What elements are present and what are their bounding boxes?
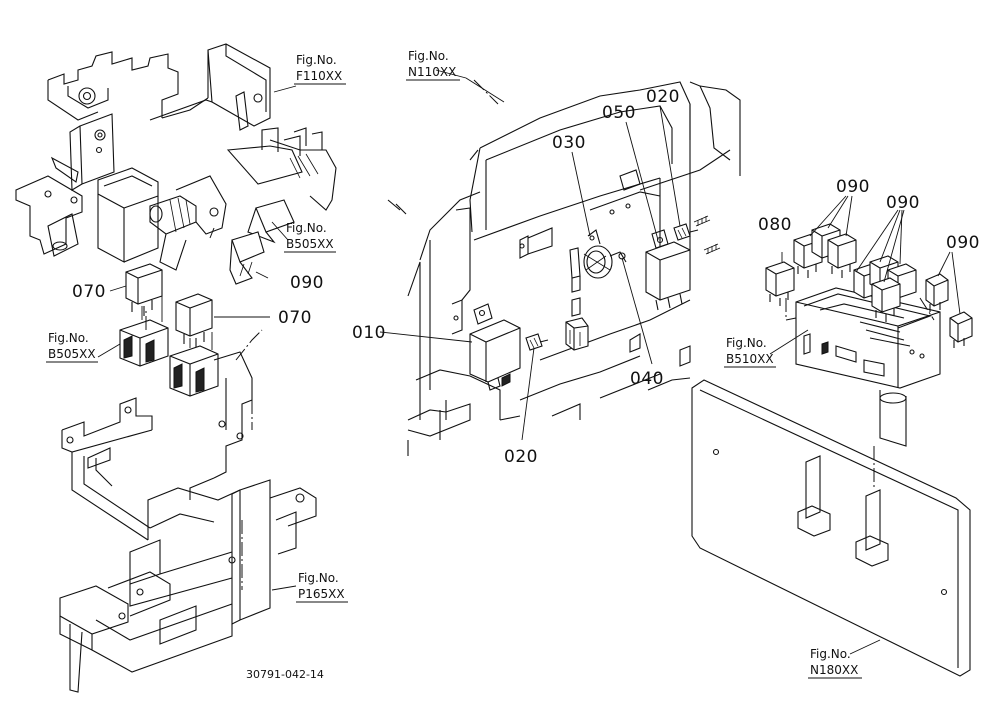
center-leaders <box>379 69 681 441</box>
fig-ref-n180: Fig.No. N180XX <box>808 647 862 679</box>
relay-050 <box>645 229 691 311</box>
fig-ref-b510-code: B510XX <box>726 352 774 366</box>
callout-010: 010 <box>352 323 386 343</box>
fig-ref-b510: Fig.No. B510XX <box>724 336 776 368</box>
callout-080: 080 <box>758 215 792 235</box>
right-leaders <box>769 195 961 655</box>
relay-080 <box>765 261 795 306</box>
fig-ref-b510-label: Fig.No. <box>726 336 767 350</box>
connector-comb <box>226 127 337 211</box>
mount-block <box>69 113 159 263</box>
callout-070-upper: 070 <box>72 282 106 302</box>
relay-socket-upper <box>119 292 169 367</box>
relay-090-left <box>229 199 295 285</box>
callout-090-a: 090 <box>836 177 870 197</box>
callout-030: 030 <box>552 133 586 153</box>
relay-010 <box>469 303 521 391</box>
fuse-box-b510 <box>795 287 941 447</box>
drawing-number: 30791-042-14 <box>246 668 324 681</box>
relay-070-lower <box>175 293 213 348</box>
fig-ref-n110-code: N110XX <box>408 65 456 79</box>
relay-socket-lower <box>169 332 219 397</box>
callout-040: 040 <box>630 369 664 389</box>
spring-washers <box>693 215 721 255</box>
callout-020-lower: 020 <box>504 447 538 467</box>
fig-ref-n180-code: N180XX <box>810 663 858 677</box>
fig-ref-p165-code: P165XX <box>298 587 345 601</box>
switch-plunger <box>149 175 227 271</box>
side-plate <box>15 156 83 257</box>
callout-020-upper: 020 <box>646 87 680 107</box>
fig-ref-f110: Fig.No. F110XX <box>294 53 346 85</box>
fig-ref-b505a-code: B505XX <box>286 237 334 251</box>
cab-panel <box>387 79 741 456</box>
fig-ref-b505b-label: Fig.No. <box>48 331 89 345</box>
left-leaders <box>97 85 297 591</box>
flasher-030 <box>583 229 627 279</box>
callout-050: 050 <box>602 103 636 123</box>
fig-ref-p165: Fig.No. P165XX <box>296 571 348 603</box>
left-guide-lines <box>145 227 263 590</box>
relay-070-upper <box>125 263 163 316</box>
fig-ref-f110-code: F110XX <box>296 69 342 83</box>
fig-ref-n180-label: Fig.No. <box>810 647 851 661</box>
relay-090-right <box>925 273 973 348</box>
fig-ref-p165-label: Fig.No. <box>298 571 339 585</box>
callout-090-left: 090 <box>290 273 324 293</box>
fig-ref-b505-upper: Fig.No. B505XX <box>284 221 336 253</box>
callout-070-lower: 070 <box>278 308 312 328</box>
cover-panel-n180 <box>691 379 971 677</box>
screw-020-upper <box>673 223 699 241</box>
harness-040 <box>565 247 589 351</box>
callout-090-b: 090 <box>886 193 920 213</box>
fig-ref-b505a-label: Fig.No. <box>286 221 327 235</box>
fig-ref-f110-label: Fig.No. <box>296 53 337 67</box>
screw-020-lower <box>525 333 549 351</box>
relay-090-group-b <box>853 255 917 322</box>
fig-ref-b505b-code: B505XX <box>48 347 96 361</box>
fig-ref-b505-lower: Fig.No. B505XX <box>46 331 98 363</box>
lower-frame <box>59 351 317 693</box>
fig-ref-n110-label: Fig.No. <box>408 49 449 63</box>
fig-ref-n110: Fig.No. N110XX <box>406 49 460 81</box>
callout-090-c: 090 <box>946 233 980 253</box>
upper-bracket <box>47 43 271 131</box>
